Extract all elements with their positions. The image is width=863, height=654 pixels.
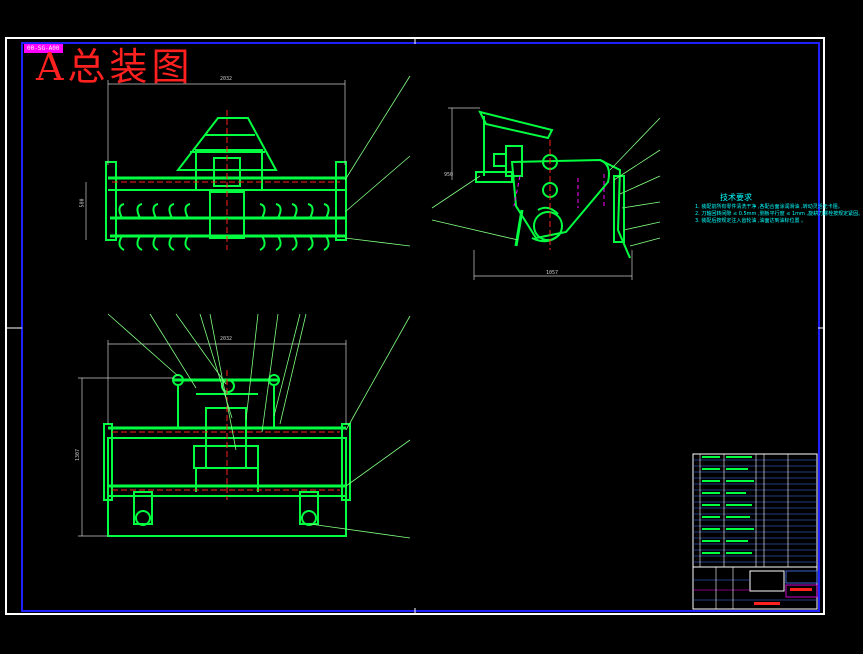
side-dimension-lines <box>448 107 633 280</box>
side-hidden-lines <box>513 174 605 208</box>
front-width-dim: 2032 <box>220 76 233 82</box>
drawing-title: A总装图 <box>36 45 194 89</box>
front-dimension-lines <box>85 80 346 240</box>
cad-drawing-sheet: 00-SG-A00 A总装图 技术要求 1. 装配前所有零件清洗干净 ,各配合面… <box>5 37 863 615</box>
side-length-dim: 1057 <box>546 270 559 276</box>
side-leaders <box>431 117 661 247</box>
front-leaders <box>344 75 411 247</box>
side-height-dim: 950 <box>444 172 454 178</box>
inner-frame <box>21 42 820 612</box>
outer-frame <box>5 37 825 615</box>
tech-requirements-title: 技术要求 <box>720 193 752 202</box>
drawing-number-tag: 00-SG-A00 <box>24 44 63 53</box>
top-dimension-lines <box>78 340 347 537</box>
title-block <box>692 566 818 610</box>
drawing-canvas <box>5 37 825 615</box>
parts-list-table <box>692 453 818 568</box>
tech-requirements-text: 1. 装配前所有零件清洗干净 ,各配合面涂润滑油 ,转动灵活无卡阻。 2. 刀轴… <box>695 204 863 224</box>
top-width-dim: 2032 <box>220 336 233 342</box>
side-view <box>475 110 631 259</box>
front-height-dim: 580 <box>79 198 86 208</box>
top-leaders <box>107 313 411 539</box>
top-depth-dim: 1307 <box>75 448 82 462</box>
front-view <box>105 117 347 251</box>
